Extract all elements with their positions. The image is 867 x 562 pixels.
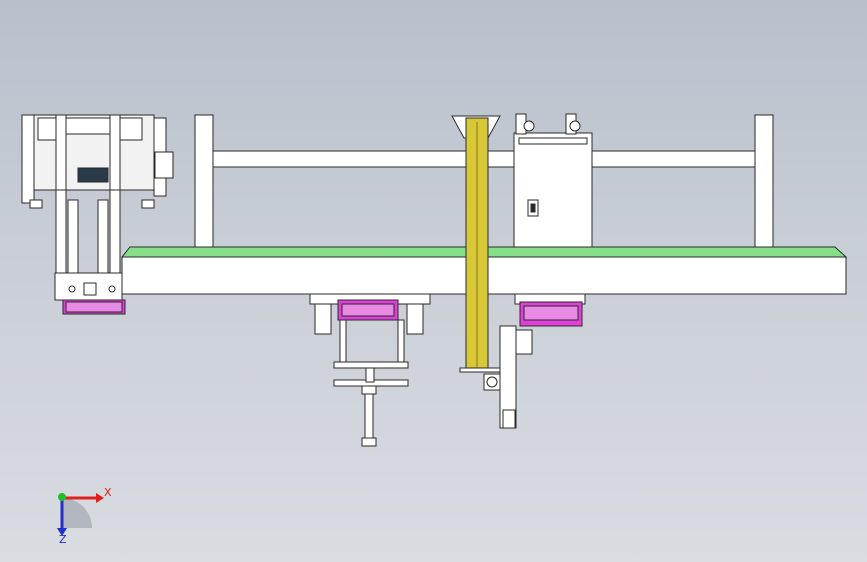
control-cabinet bbox=[513, 113, 593, 248]
right-carriage-assembly bbox=[483, 293, 586, 429]
left-machine-unit bbox=[21, 114, 174, 315]
x-axis-label: X bbox=[104, 486, 112, 499]
z-axis-label: Z bbox=[59, 533, 67, 546]
vertical-column bbox=[451, 115, 503, 373]
axis-triad: X Z bbox=[57, 486, 112, 546]
y-axis-dot bbox=[58, 493, 66, 501]
middle-actuator-assembly bbox=[309, 293, 431, 447]
control-screen-icon bbox=[77, 167, 109, 183]
